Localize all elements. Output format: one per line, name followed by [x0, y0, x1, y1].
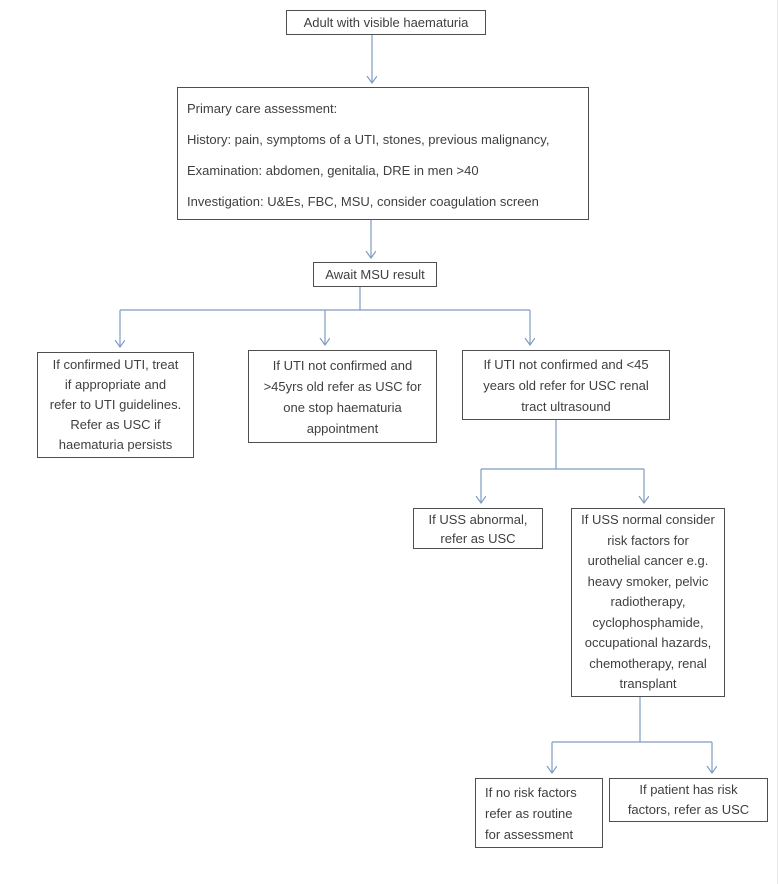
node-uss-normal-risk-factors: If USS normal consider risk factors for …	[571, 508, 725, 697]
node-no-risk-factors: If no risk factors refer as routine for …	[475, 778, 603, 848]
node-no-risk-factors-label: If no risk factors refer as routine for …	[485, 784, 577, 842]
node-adult-visible-haematuria: Adult with visible haematuria	[286, 10, 486, 35]
node-uti-not-confirmed-over-45-label: If UTI not confirmed and >45yrs old refe…	[263, 357, 422, 436]
node-uss-normal-risk-factors-label: If USS normal consider risk factors for …	[581, 512, 715, 692]
node-uss-abnormal: If USS abnormal, refer as USC	[413, 508, 543, 549]
node-uti-not-confirmed-under-45: If UTI not confirmed and <45 years old r…	[462, 350, 670, 420]
node-primary-care-assessment-label: Primary care assessment: History: pain, …	[187, 101, 550, 209]
node-adult-visible-haematuria-label: Adult with visible haematuria	[303, 15, 469, 30]
connector-msu-split-trunk	[120, 287, 530, 311]
node-primary-care-assessment: Primary care assessment: History: pain, …	[177, 87, 589, 220]
node-uti-not-confirmed-over-45: If UTI not confirmed and >45yrs old refe…	[248, 350, 437, 443]
connector-uss-normal-split-trunk	[552, 697, 712, 743]
node-uss-abnormal-label: If USS abnormal, refer as USC	[428, 511, 528, 546]
node-uti-not-confirmed-under-45-label: If UTI not confirmed and <45 years old r…	[483, 356, 649, 414]
node-await-msu-result-label: Await MSU result	[325, 267, 425, 282]
node-has-risk-factors-label: If patient has risk factors, refer as US…	[627, 782, 750, 817]
page-edge-line	[777, 0, 778, 884]
node-has-risk-factors: If patient has risk factors, refer as US…	[609, 778, 768, 822]
node-confirmed-uti-label: If confirmed UTI, treat if appropriate a…	[49, 357, 182, 452]
node-await-msu-result: Await MSU result	[313, 262, 437, 287]
connector-under45-split-trunk	[481, 420, 644, 470]
node-confirmed-uti: If confirmed UTI, treat if appropriate a…	[37, 352, 194, 458]
